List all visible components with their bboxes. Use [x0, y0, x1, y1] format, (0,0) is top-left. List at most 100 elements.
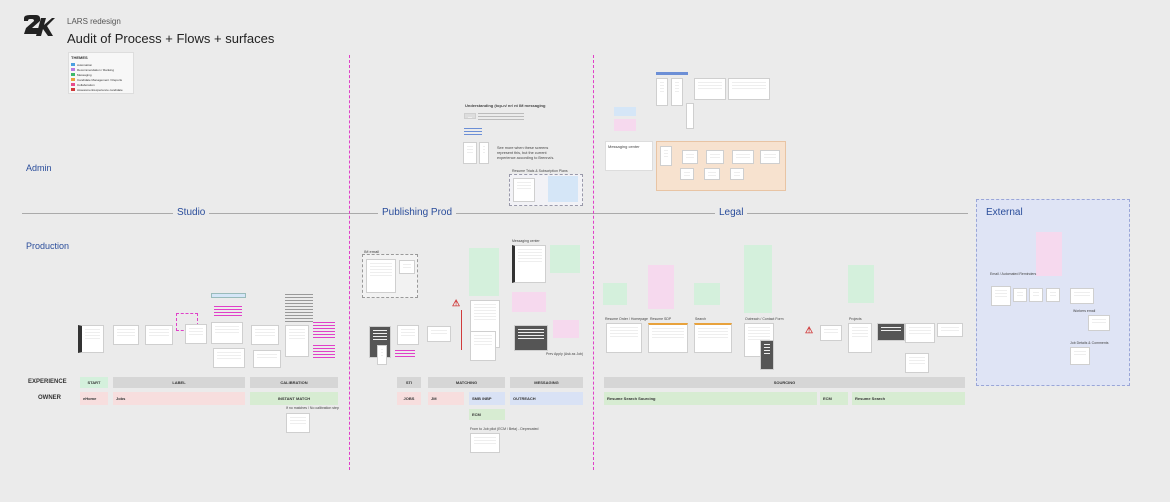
screen-thumbnail: [905, 323, 935, 343]
theme-swatch: [71, 83, 75, 86]
screen-thumbnail: [397, 325, 419, 345]
exp-bar-matching: MATCHING: [428, 377, 505, 388]
owner-bar-jm: JM: [428, 392, 464, 405]
screen-thumbnail: [656, 78, 668, 106]
section-separator: [349, 55, 350, 470]
screen-thumbnail: [660, 146, 672, 166]
owner-bar-outreach: OUTREACH: [510, 392, 583, 405]
sticky-note: [512, 292, 546, 312]
section-legal: Legal: [715, 207, 748, 218]
resume-trials-label: Resume Trials & Subscription Plans: [512, 169, 568, 173]
projects-label: Projects: [849, 317, 862, 321]
2k-logo-icon: [24, 15, 55, 36]
section-external: External: [986, 207, 1023, 218]
sticky-note: [1036, 232, 1062, 276]
theme-swatch: [71, 73, 75, 76]
pink-annotation: [313, 322, 335, 338]
link-block: [464, 128, 482, 135]
lane-divider: [22, 213, 968, 214]
screen-thumbnail: [479, 142, 489, 164]
theme-label: Messaging: [77, 72, 92, 77]
screen-thumbnail: [682, 150, 698, 164]
screen-thumbnail: [760, 150, 780, 164]
owner-bar-jobs: Jobs: [113, 392, 245, 405]
text-block: [478, 113, 524, 121]
doc-subtitle: LARS redesign: [67, 17, 121, 26]
resume-sdp-label: Resume SDP: [650, 317, 672, 321]
see-more-note: See more when these screens represent th…: [497, 146, 555, 160]
screen-thumbnail: [671, 78, 683, 106]
row-owner: OWNER: [38, 395, 61, 401]
screen-thumbnail: [512, 245, 546, 283]
exp-bar-label: LABEL: [113, 377, 245, 388]
theme-swatch: [71, 63, 75, 66]
row-experience: EXPERIENCE: [28, 379, 67, 385]
email-thumbnail: [991, 286, 1011, 306]
owner-bar-resume-search: Resume Search: [852, 392, 965, 405]
exp-bar-calibration: CALIBRATION: [250, 377, 338, 388]
warning-icon: ⚠: [805, 325, 814, 335]
messaging-center-card: [605, 141, 653, 171]
search-label: Search: [695, 317, 707, 321]
sticky-note: [553, 320, 579, 338]
screen-thumbnail: [185, 324, 207, 344]
exp-bar-messaging: MESSAGING: [510, 377, 583, 388]
screen-thumbnail: [513, 178, 535, 202]
theme-label: Assessment/experience candidate: [77, 87, 123, 92]
email-thumbnail: [1088, 315, 1110, 331]
screen-thumbnail: [427, 326, 451, 342]
screen-thumbnail: [145, 325, 173, 345]
screen-thumbnail: [728, 78, 770, 100]
sticky-note: [694, 283, 720, 305]
owner-bar-ehome: eHome: [80, 392, 108, 405]
exp-bar-sourcing: SOURCING: [604, 377, 965, 388]
screen-thumbnail: [213, 348, 245, 368]
owner-bar-instant-match: INSTANT MATCH: [250, 392, 338, 405]
from-to-job-label: From to Job pilot (ECM / Beta) - Depreca…: [470, 427, 539, 431]
owner-bar-ecm-legal: ECM: [820, 392, 848, 405]
sticky-note: [211, 293, 246, 298]
screen-thumbnail: [470, 331, 496, 361]
screen-thumbnail: [848, 323, 872, 353]
lane-admin: Admin: [26, 163, 52, 173]
screen-thumbnail: [78, 325, 104, 353]
screen-thumbnail: [820, 325, 842, 341]
screen-thumbnail: [377, 345, 387, 365]
screen-thumbnail: [760, 340, 774, 370]
sticky-note: [603, 283, 627, 305]
no-matches-label: If no matches / No calibration step: [286, 406, 339, 410]
email-thumbnail: [1029, 288, 1043, 302]
email-thumbnail: [1070, 347, 1090, 365]
connector: [452, 310, 462, 350]
resume-order-label: Resume Order / Homepage: [605, 317, 648, 321]
screen-thumbnail: [211, 322, 243, 344]
email-thumbnail: [1046, 288, 1060, 302]
screen-thumbnail: [514, 325, 548, 351]
theme-swatch: [71, 68, 75, 71]
doc-title: Audit of Process + Flows + surfaces: [67, 31, 275, 46]
theme-label: Automation: [77, 62, 93, 67]
warning-icon: ⚠: [452, 298, 461, 308]
owner-bar-smb: SMB /NBP: [469, 392, 505, 405]
sticky-note: [744, 245, 772, 313]
section-publishing: Publishing Prod: [378, 207, 457, 218]
screen-thumbnail: [694, 78, 726, 100]
screen-thumbnail: [694, 323, 732, 353]
sticky-note: [614, 107, 636, 116]
email-reminders-label: Email / Automated Reminders: [990, 272, 1037, 276]
sticky-note: [648, 265, 674, 309]
sticky-note: [469, 248, 499, 296]
pink-annotation: [395, 350, 415, 358]
email-thumbnail: [366, 259, 396, 293]
messaging-flow-group: [656, 141, 786, 191]
screen-thumbnail: [905, 353, 929, 373]
screen-thumbnail: [470, 433, 500, 453]
screen-thumbnail: [113, 325, 139, 345]
understanding-label: Understanding (top-n/ nr/ nt IM messagin…: [465, 103, 546, 108]
pink-annotation: [214, 306, 242, 316]
screen-thumbnail: [648, 323, 688, 353]
lane-production: Production: [26, 241, 70, 251]
text-block: [285, 294, 313, 322]
themes-legend: THEMES Automation Recommendation / Ranki…: [68, 52, 134, 94]
email-thumbnail: [399, 260, 415, 274]
